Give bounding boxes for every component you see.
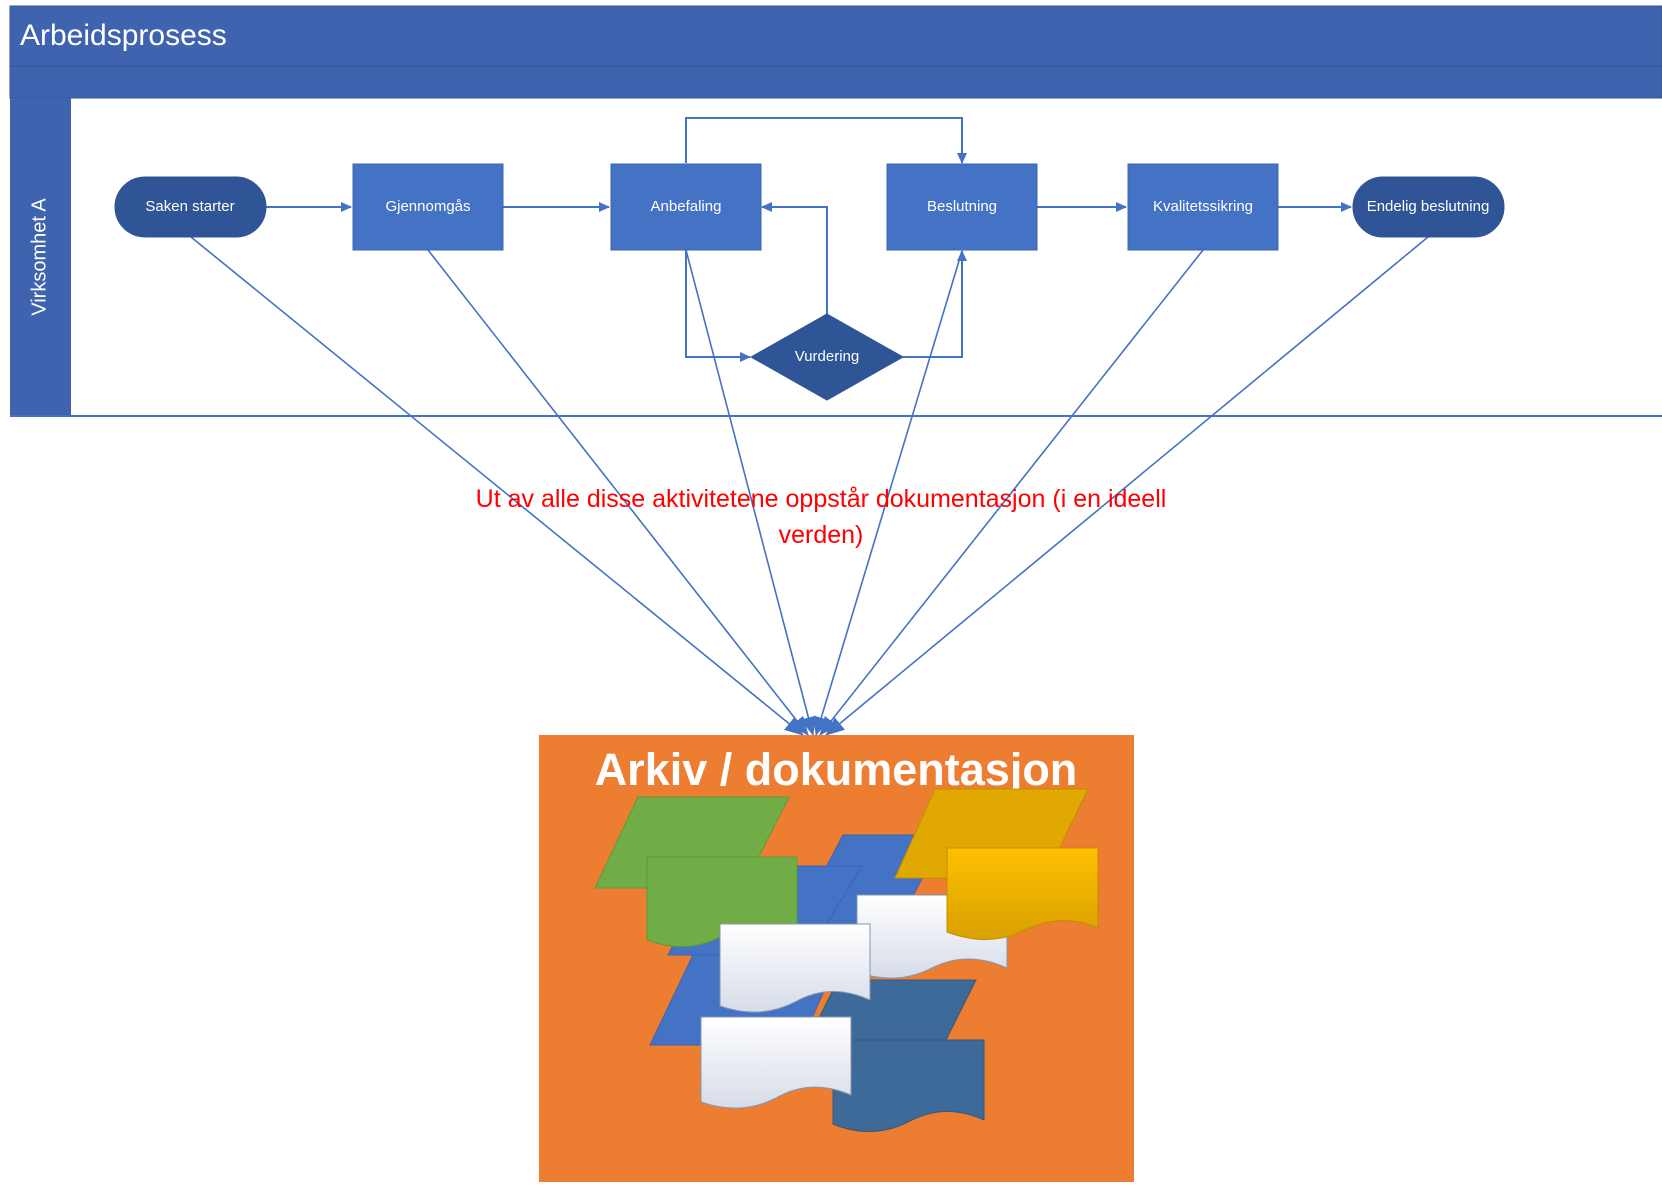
swimlane: Virksomhet A — [10, 98, 1662, 417]
note-line-1: Ut av alle disse aktivitetene oppstår do… — [476, 485, 1167, 513]
white-document-bottom — [700, 1016, 852, 1109]
documentation-arrows — [190, 236, 1429, 736]
svg-text:Beslutning: Beslutning — [927, 198, 997, 215]
connector-assess-decision — [903, 250, 967, 358]
documentation-note: Ut av alle disse aktivitetene oppstår do… — [476, 485, 1167, 549]
document-stack-illustration — [594, 788, 1099, 1133]
swimlane-label: Virksomhet A — [28, 198, 50, 316]
svg-text:Saken starter: Saken starter — [145, 198, 234, 215]
doc-arrow-final — [825, 236, 1429, 736]
recommend-node[interactable]: Anbefaling — [610, 163, 762, 251]
white-document-center — [719, 923, 871, 1013]
final-decision-node[interactable]: Endelig beslutning — [1352, 176, 1505, 238]
connector-recommend-decision-loop — [685, 117, 967, 164]
svg-text:Vurdering: Vurdering — [795, 348, 859, 365]
flow-connectors — [266, 117, 1352, 362]
gold-document — [946, 847, 1099, 940]
process-title: Arbeidsprosess — [20, 19, 227, 52]
connector-recommend-assess — [685, 250, 751, 362]
start-node[interactable]: Saken starter — [114, 176, 267, 238]
connector-assess-recommend — [761, 202, 828, 315]
archive-title: Arkiv / dokumentasjon — [595, 744, 1078, 795]
doc-arrow-quality — [819, 249, 1204, 736]
process-header: Arbeidsprosess — [9, 5, 1662, 99]
svg-text:Kvalitetssikring: Kvalitetssikring — [1153, 198, 1253, 215]
doc-arrow-recommend — [685, 249, 817, 736]
note-line-2: verden) — [779, 521, 864, 549]
decision-node[interactable]: Beslutning — [886, 163, 1038, 251]
svg-text:Endelig beslutning: Endelig beslutning — [1367, 198, 1490, 215]
assess-decision-diamond[interactable]: Vurdering — [749, 313, 905, 401]
doc-arrow-start — [190, 236, 804, 736]
doc-arrow-decision — [813, 250, 963, 736]
dark-document — [832, 1039, 985, 1133]
quality-node[interactable]: Kvalitetssikring — [1127, 163, 1279, 251]
svg-text:Anbefaling: Anbefaling — [651, 198, 722, 215]
archive-box: Arkiv / dokumentasjon — [539, 735, 1134, 1182]
doc-arrow-review — [427, 249, 809, 736]
svg-text:Gjennomgås: Gjennomgås — [385, 198, 470, 215]
review-node[interactable]: Gjennomgås — [352, 163, 504, 251]
